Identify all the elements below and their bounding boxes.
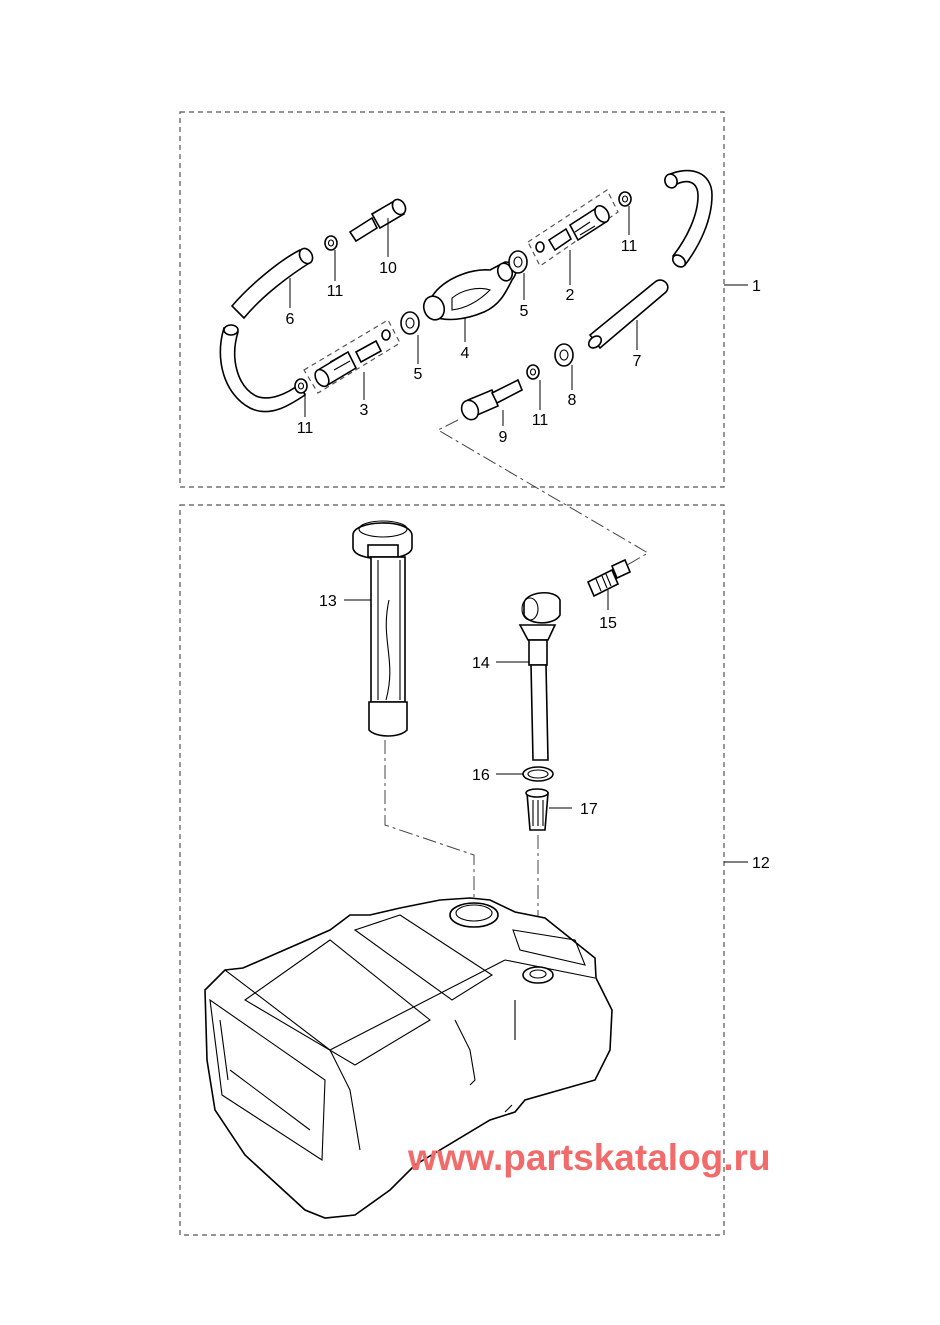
callout-11b: 11 — [297, 420, 314, 437]
callout-9: 9 — [499, 429, 508, 446]
o-ring-part-16 — [522, 766, 554, 782]
pickup-tube-part-14 — [518, 592, 561, 761]
callout-16: 16 — [472, 767, 490, 784]
callout-11d: 11 — [532, 412, 549, 429]
primer-bulb-part-4 — [422, 261, 517, 321]
callout-15: 15 — [599, 615, 617, 632]
callout-4: 4 — [461, 345, 470, 362]
connector-part-9 — [460, 378, 524, 421]
clip-part-11-c — [618, 191, 632, 207]
watermark-text: www.partskatalog.ru — [407, 1137, 771, 1178]
assembly-line-9-15 — [436, 419, 649, 573]
connector-part-3 — [303, 319, 401, 394]
callout-11c: 11 — [621, 238, 638, 255]
callout-3: 3 — [360, 402, 369, 419]
fitting-part-15 — [586, 558, 632, 598]
callout-17: 17 — [580, 801, 598, 818]
clip-part-11-a — [324, 235, 338, 251]
group-12-frame — [179, 504, 725, 1236]
clip-part-11-d — [526, 364, 540, 380]
callout-10: 10 — [379, 260, 397, 277]
fuel-tank-part-12 — [204, 897, 613, 1219]
callout-13: 13 — [319, 593, 337, 610]
connector-part-10 — [348, 198, 407, 243]
callout-6: 6 — [286, 311, 295, 328]
clamp-part-5a — [400, 311, 420, 335]
hose-part-6 — [219, 247, 314, 413]
callout-1: 1 — [752, 278, 761, 295]
callout-14: 14 — [472, 655, 490, 672]
hose-part-7 — [587, 169, 713, 350]
assembly-line-13 — [384, 740, 475, 905]
fuel-gauge-part-13 — [352, 520, 413, 737]
callout-5a: 5 — [414, 366, 423, 383]
clamp-part-5b — [508, 250, 528, 274]
callout-2: 2 — [566, 287, 575, 304]
callout-5b: 5 — [520, 303, 529, 320]
clip-part-11-b — [294, 378, 308, 394]
callout-12: 12 — [752, 855, 770, 872]
callout-11a: 11 — [327, 283, 344, 300]
group-1-frame — [179, 111, 725, 488]
connector-part-2 — [527, 189, 619, 267]
callout-8: 8 — [568, 392, 577, 409]
clamp-part-8 — [554, 343, 574, 367]
filter-part-17 — [525, 788, 549, 831]
callout-7: 7 — [633, 353, 642, 370]
